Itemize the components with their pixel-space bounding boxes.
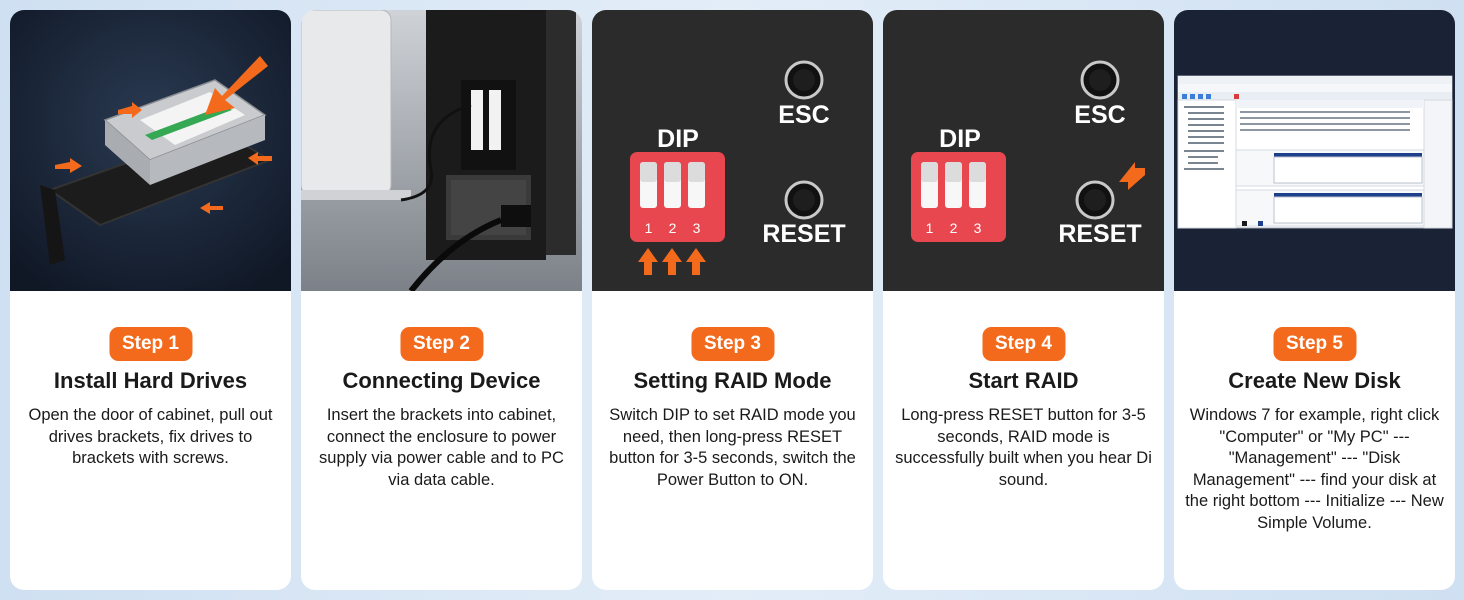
dip-number: 1 [645,220,653,236]
button-icon [784,60,824,100]
arrow-icon [1119,162,1145,190]
esc-label: ESC [1074,101,1125,129]
step-2-image [301,10,582,291]
step-3-image: DIP 1 2 3 [592,10,873,291]
step-description: Switch DIP to set RAID mode you need, th… [609,406,856,489]
step-description: Windows 7 for example, right click "Comp… [1185,406,1444,532]
step-badge: Step 3 [690,327,775,361]
step-badge: Step 1 [108,327,193,361]
step-4-image: DIP 1 2 3 ESC [883,10,1164,291]
dip-number: 1 [926,220,934,236]
step-card-4: DIP 1 2 3 ESC [883,10,1164,590]
reset-label: RESET [762,220,845,248]
step-description: Long-press RESET button for 3-5 seconds,… [895,406,1152,489]
step-card-1: Step 1 Install Hard Drives Open the door… [10,10,291,590]
step-card-2: Step 2 Connecting Device Insert the brac… [301,10,582,590]
step-description: Insert the brackets into cabinet, connec… [319,406,564,489]
step-badge: Step 5 [1272,327,1357,361]
dip-label: DIP [657,125,699,153]
dip-switch-icon: 1 2 3 [911,152,1006,242]
step-title: Install Hard Drives [53,368,248,393]
esc-label: ESC [778,101,829,129]
button-icon [784,180,824,220]
step-title: Connecting Device [342,368,541,393]
hard-drive-icon [10,10,291,291]
button-icon [1080,60,1120,100]
dip-number: 2 [950,220,958,236]
steps-container: Step 1 Install Hard Drives Open the door… [10,10,1455,590]
dip-number: 2 [669,220,677,236]
dip-switch-icon: 1 2 3 [630,152,725,242]
step-title: Setting RAID Mode [633,368,832,393]
step-title: Start RAID [968,368,1079,393]
dip-label: DIP [939,125,981,153]
button-icon [1075,180,1115,220]
dip-number: 3 [974,220,982,236]
step-1-image [10,10,291,291]
step-badge: Step 4 [981,327,1066,361]
step-badge: Step 2 [399,327,484,361]
step-description: Open the door of cabinet, pull out drive… [28,406,273,468]
step-5-image [1174,10,1455,291]
arrow-icon [638,248,706,275]
window-icon [1174,10,1455,291]
step-card-3: DIP 1 2 3 [592,10,873,590]
server-icon [301,10,582,291]
step-title: Create New Disk [1228,368,1401,393]
dip-number: 3 [693,220,701,236]
arrow-icon [205,56,268,115]
reset-label: RESET [1058,220,1141,248]
step-card-5: Step 5 Create New Disk Windows 7 for exa… [1174,10,1455,590]
